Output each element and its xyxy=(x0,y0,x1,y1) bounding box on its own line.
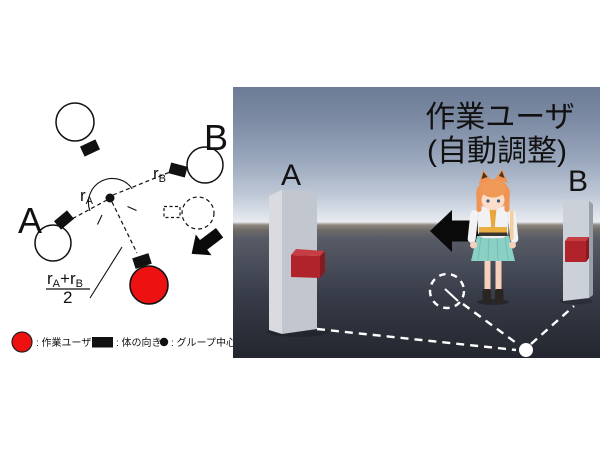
avatar-arm-left xyxy=(467,210,479,243)
red-cube-b xyxy=(565,237,589,262)
body-direction-rect-working xyxy=(132,253,152,269)
scene-overlay: 作業ユーザ (自動調整) A B xyxy=(266,101,593,357)
avatar-belt xyxy=(479,227,507,234)
radius-line-a xyxy=(69,199,108,221)
scene-label-b: B xyxy=(568,165,588,198)
diagram-label-b: B xyxy=(204,117,228,158)
user-circle-b xyxy=(186,146,224,184)
diagram-label-a: A xyxy=(18,200,42,241)
3d-scene: 作業ユーザ (自動調整) A B xyxy=(233,87,600,358)
avatar-bangs xyxy=(480,180,506,198)
formula-numerator: rA+rB xyxy=(47,269,83,290)
avatar-boot-left xyxy=(482,289,491,303)
radius-label-rb: rB xyxy=(153,164,166,185)
body-direction-rect-a xyxy=(53,210,75,230)
legend-group-center-icon xyxy=(159,337,169,347)
ghost-user-circle xyxy=(181,196,215,230)
ghost-body-rect xyxy=(163,205,181,219)
guide-line-circle-to-dot xyxy=(462,303,520,346)
avatar-skirt xyxy=(471,236,515,261)
body-direction-rect-top xyxy=(79,139,101,157)
formula-leader-line xyxy=(89,246,123,299)
bisector-line-working-user xyxy=(111,201,138,254)
legend-working-user-label: : 作業ユーザ xyxy=(36,336,91,349)
user-circle-top xyxy=(55,102,95,142)
circle-inner-tick xyxy=(444,288,459,302)
avatar-leg-right xyxy=(495,258,502,292)
radius-label-ra: rA xyxy=(80,186,94,207)
scene-title-line1: 作業ユーザ xyxy=(425,101,574,134)
avatar-boot-right xyxy=(495,289,504,303)
pillar-b xyxy=(559,199,593,305)
legend-working-user-icon xyxy=(11,331,33,353)
formula-denominator: 2 xyxy=(63,288,72,307)
scene-label-a: A xyxy=(281,159,301,192)
legend-body-direction-icon xyxy=(92,337,113,348)
legend-body-direction-label: : 体の向き xyxy=(116,336,162,349)
guide-line-dot-to-b xyxy=(530,305,575,345)
target-position-dashed-circle xyxy=(428,272,466,310)
red-cube-a xyxy=(291,249,325,278)
avatar-shadow xyxy=(477,299,509,305)
radius-dashed-lines xyxy=(69,171,171,254)
radius-line-b xyxy=(112,171,171,196)
guide-line-a-to-dot xyxy=(316,327,517,352)
avatar-hair-strand xyxy=(510,210,514,240)
legend: : 作業ユーザ : 体の向き : グループ中心 xyxy=(11,331,235,353)
floor-guides xyxy=(316,272,575,352)
body-direction-rect-b xyxy=(168,162,188,178)
avatar xyxy=(467,169,519,305)
group-center-dot xyxy=(105,193,115,203)
avatar-tie xyxy=(489,209,497,229)
pillar-a xyxy=(266,190,330,337)
scene-title-line2: (自動調整) xyxy=(427,135,567,168)
angle-arc xyxy=(87,177,133,212)
schematic-diagram: A B rA rB rA+rB 2 : 作業ユーザ : 体の向き : グループ中… xyxy=(11,102,235,353)
avatar-leg-left xyxy=(484,258,491,292)
legend-group-center-label: : グループ中心 xyxy=(171,336,235,349)
group-center-point xyxy=(519,343,533,357)
move-direction-arrow-icon xyxy=(191,227,224,256)
angle-tick-left xyxy=(97,214,103,225)
user-circle-a xyxy=(34,224,72,262)
angle-tick-right xyxy=(127,205,137,212)
working-user-circle xyxy=(129,265,169,305)
